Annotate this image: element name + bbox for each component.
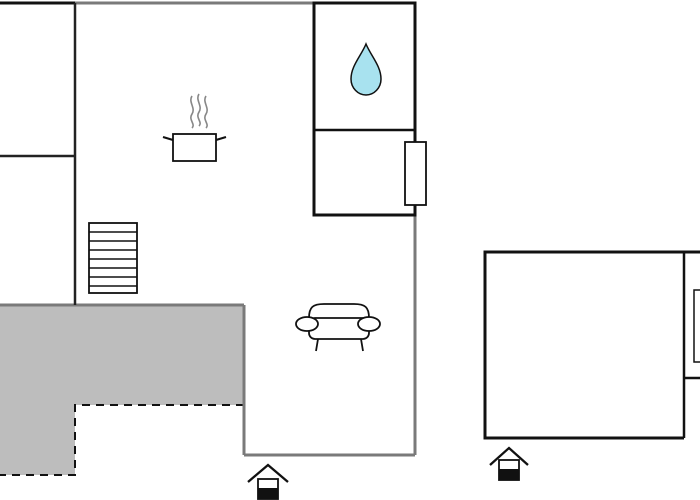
water-drop-icon bbox=[350, 42, 382, 96]
radiator-icon bbox=[404, 141, 427, 206]
entrance-arrow-icon bbox=[247, 463, 289, 500]
terrace bbox=[0, 303, 244, 476]
annex-interior-wall bbox=[682, 252, 700, 438]
annex-outer-wall bbox=[483, 250, 700, 440]
terrace-fill bbox=[0, 305, 244, 475]
stairs-icon bbox=[88, 222, 138, 294]
main-house bbox=[0, 1, 417, 457]
steam-icon bbox=[190, 93, 208, 129]
bathroom-box bbox=[312, 1, 417, 217]
sofa-icon bbox=[295, 303, 381, 352]
cooking-pot-icon bbox=[162, 93, 227, 162]
annex-fixture bbox=[693, 289, 700, 363]
annex-building bbox=[483, 250, 700, 440]
terrace-dashed-boundary bbox=[0, 404, 244, 476]
entrance-arrow-icon bbox=[489, 446, 529, 481]
